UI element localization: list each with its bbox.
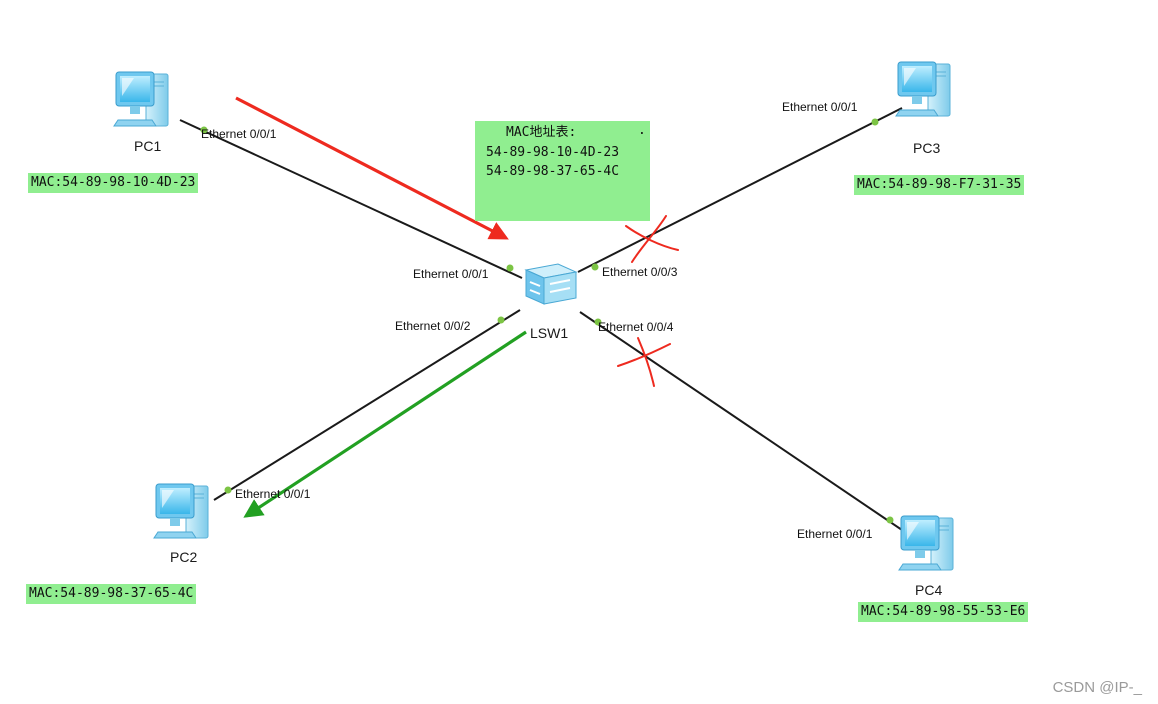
pc4-label: PC4 bbox=[915, 582, 943, 598]
mac-table-entry: 54-89-98-10-4D-23 bbox=[486, 145, 620, 160]
pc1-label: PC1 bbox=[134, 138, 162, 154]
pc3-port-label: Ethernet 0/0/1 bbox=[782, 100, 858, 114]
pc3-icon[interactable] bbox=[895, 61, 951, 117]
pc2-icon[interactable] bbox=[153, 483, 209, 539]
mac-table-title: MAC地址表: bbox=[506, 125, 577, 140]
blocked-mark-e4 bbox=[617, 337, 671, 387]
link-pc4-lsw1 bbox=[579, 311, 903, 531]
forward-frame-arrow bbox=[243, 330, 527, 518]
blocked-mark-e3 bbox=[625, 215, 679, 263]
pc2-mac-box: MAC:54-89-98-37-65-4C bbox=[26, 584, 197, 604]
mac-table-box: MAC地址表: . 54-89-98-10-4D-23 54-89-98-37-… bbox=[475, 121, 650, 221]
pc4-mac-box: MAC:54-89-98-55-53-E6 bbox=[858, 602, 1029, 622]
pc1-port-label: Ethernet 0/0/1 bbox=[201, 127, 277, 141]
lsw1-port-e4-label: Ethernet 0/0/4 bbox=[598, 320, 674, 334]
pc2-port-label: Ethernet 0/0/1 bbox=[235, 487, 311, 501]
pc1-mac-box: MAC:54-89-98-10-4D-23 bbox=[28, 173, 199, 193]
pc4-port-label: Ethernet 0/0/1 bbox=[797, 527, 873, 541]
switch-label: LSW1 bbox=[530, 325, 569, 341]
port-dot-pc1 bbox=[200, 126, 208, 134]
link-pc1-lsw1 bbox=[179, 119, 523, 279]
port-dot-lsw1-e4 bbox=[594, 318, 602, 326]
pc1-icon[interactable] bbox=[113, 71, 169, 127]
port-dot-lsw1-e3 bbox=[591, 263, 599, 271]
link-pc2-lsw1 bbox=[213, 309, 521, 501]
pc2-label: PC2 bbox=[170, 549, 198, 565]
lsw1-port-e2-label: Ethernet 0/0/2 bbox=[395, 319, 471, 333]
mac-table-entry: 54-89-98-37-65-4C bbox=[486, 164, 620, 179]
link-pc3-lsw1 bbox=[577, 107, 903, 273]
pc3-mac-box: MAC:54-89-98-F7-31-35 bbox=[854, 175, 1025, 195]
inbound-frame-arrow bbox=[235, 96, 509, 240]
lsw1-port-e3-label: Ethernet 0/0/3 bbox=[602, 265, 678, 279]
port-dot-pc3 bbox=[871, 118, 879, 126]
lsw1-port-e1-label: Ethernet 0/0/1 bbox=[413, 267, 489, 281]
pc3-label: PC3 bbox=[913, 140, 941, 156]
port-dot-lsw1-e2 bbox=[497, 316, 505, 324]
port-dot-lsw1-e1 bbox=[506, 264, 514, 272]
port-dot-pc2 bbox=[224, 486, 232, 494]
watermark: CSDN @IP-_ bbox=[1052, 679, 1142, 696]
switch-icon[interactable] bbox=[525, 263, 577, 305]
port-dot-pc4 bbox=[886, 516, 894, 524]
mac-table-dot: . bbox=[638, 123, 646, 138]
pc4-icon[interactable] bbox=[898, 515, 954, 571]
